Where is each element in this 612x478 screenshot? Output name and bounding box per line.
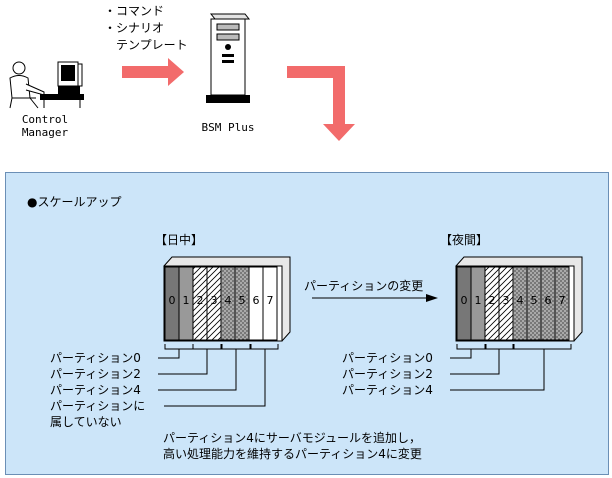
- control-manager-label: Control Manager: [21, 113, 69, 139]
- bsm-plus-label: BSM Plus: [201, 121, 255, 134]
- slot-number: 0: [461, 294, 468, 307]
- day-legend-partition2: パーティション2: [50, 367, 141, 381]
- slot-number: 2: [489, 294, 496, 307]
- day-leader-lines: [158, 344, 279, 407]
- slot: [554, 266, 570, 341]
- day-legend-partition4: パーティション4: [50, 383, 141, 397]
- slot-number: 3: [211, 294, 218, 307]
- day-enclosure: 0 1 2 3 4 5 6 7: [163, 256, 291, 342]
- day-label: 【日中】: [155, 233, 204, 247]
- server-tower-icon: [206, 13, 251, 103]
- day-slots: [164, 266, 278, 341]
- section-title: ●スケールアップ: [27, 195, 122, 209]
- slot-number: 5: [239, 294, 246, 307]
- slot-number: 6: [545, 294, 552, 307]
- note-line-1: パーティション4にサーバモジュールを追加し，: [163, 431, 421, 445]
- slot-number: 5: [531, 294, 538, 307]
- night-legend-partition4: パーティション4: [342, 383, 433, 397]
- slot-number: 3: [503, 294, 510, 307]
- top-illustration: [9, 13, 355, 141]
- day-legend-unassigned-cont: 属していない: [50, 415, 122, 429]
- note-line-2: 高い処理能力を維持するパーティション4に変更: [163, 447, 422, 461]
- slot-number: 6: [253, 294, 260, 307]
- slot-number: 7: [559, 294, 566, 307]
- down-arrow-icon: [287, 66, 355, 141]
- bullet-template: テンプレート: [116, 38, 188, 52]
- slot-number: 1: [183, 294, 190, 307]
- day-legend-partition0: パーティション0: [50, 351, 141, 365]
- slot-number: 4: [225, 294, 232, 307]
- night-leader-lines: [450, 344, 572, 391]
- night-legend-partition0: パーティション0: [342, 351, 433, 365]
- slot-number: 4: [517, 294, 524, 307]
- change-arrow: [312, 294, 438, 302]
- night-legend-partition2: パーティション2: [342, 367, 433, 381]
- arrowhead-icon: [426, 294, 438, 302]
- slot-number: 1: [475, 294, 482, 307]
- bullet-command: ・コマンド: [104, 4, 165, 18]
- slot: [262, 266, 278, 341]
- bullet-scenario: ・シナリオ: [104, 21, 165, 35]
- day-legend-unassigned: パーティションに: [50, 399, 146, 413]
- change-label: パーティションの変更: [304, 279, 424, 293]
- night-slots: [456, 266, 570, 341]
- night-enclosure: 0 1 2 3 4 5 6 7: [455, 256, 583, 342]
- slot-number: 0: [169, 294, 176, 307]
- slot-number: 7: [267, 294, 274, 307]
- night-label: 【夜間】: [440, 233, 489, 247]
- operator-computer-icon: [9, 61, 84, 109]
- right-arrow-icon: [122, 58, 184, 86]
- slot-number: 2: [197, 294, 204, 307]
